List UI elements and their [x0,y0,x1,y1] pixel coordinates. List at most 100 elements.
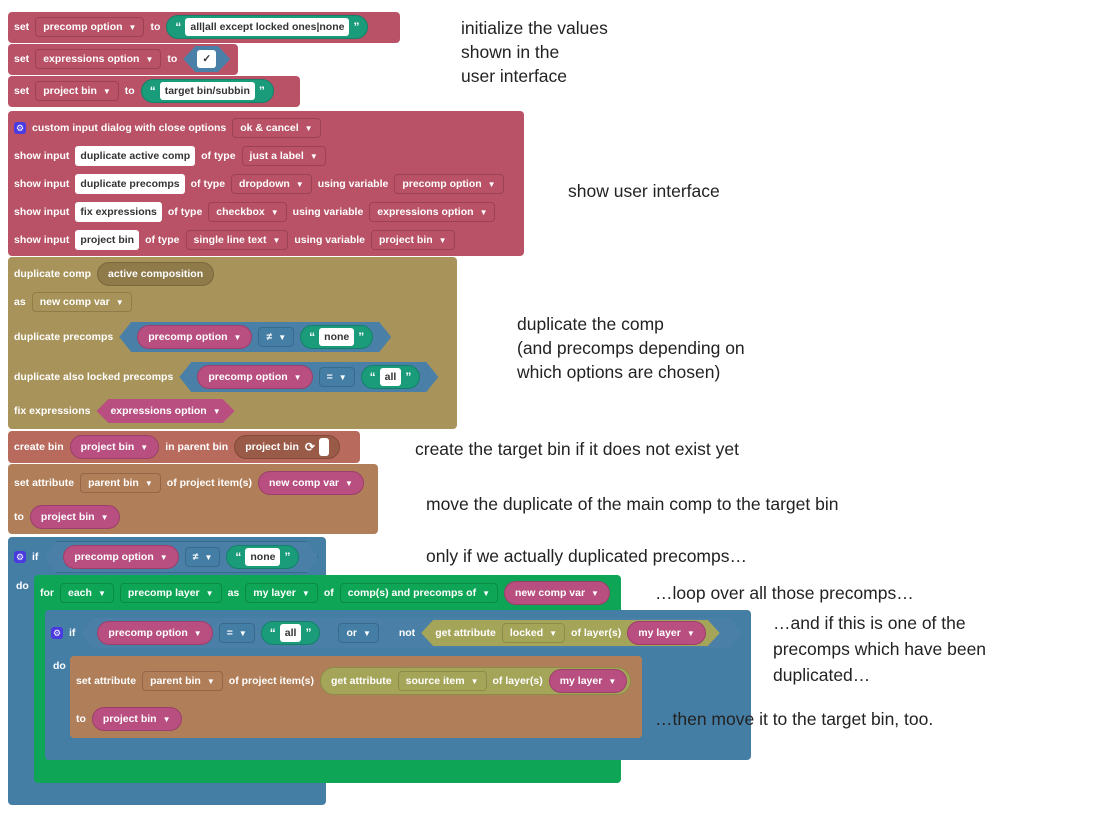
string-value-field[interactable]: all|all except locked ones|none [185,18,350,36]
dropdown-arrow-icon: ▼ [278,332,287,342]
of-type-label: of type [145,234,180,246]
operator-dropdown[interactable]: ≠▼ [185,547,221,567]
variable-name: precomp option [148,331,228,343]
of-type-label: of type [201,150,236,162]
dropdown-arrow-icon: ▼ [608,676,617,686]
string-literal[interactable]: “all|all except locked ones|none” [166,15,369,39]
string-literal[interactable]: “all” [261,621,321,645]
loop-variable-dropdown[interactable]: my layer▼ [245,583,318,603]
in-parent-bin-label: in parent bin [165,441,229,453]
input-label-field[interactable]: duplicate active comp [75,146,196,166]
set-attribute-block[interactable]: set attribute parent bin▼ of project ite… [8,464,378,534]
project-bin-getter[interactable]: project bin▼ [69,435,160,459]
input-label-field[interactable]: duplicate precomps [75,174,185,194]
precomp-option-getter[interactable]: precomp option▼ [97,621,212,645]
new-comp-var-dropdown[interactable]: new comp var▼ [31,292,132,312]
boolean-block[interactable]: ✓ [183,46,230,72]
expressions-option-getter[interactable]: expressions option▼ [96,399,234,423]
my-layer-getter[interactable]: my layer▼ [627,621,706,645]
or-block[interactable]: precomp option▼ =▼ “all” or▼ not get att… [81,618,741,648]
set-precomp-option-block[interactable]: set precomp option▼ to “all|all except l… [8,12,400,43]
precomp-option-getter[interactable]: precomp option▼ [197,365,312,389]
comment-move-main: move the duplicate of the main comp to t… [426,494,839,514]
of-label: of [323,587,334,599]
close-options-dropdown[interactable]: ok & cancel▼ [232,118,321,138]
gear-icon[interactable]: ⚙ [51,627,63,639]
attribute-value: source item [405,675,465,687]
project-bin-getter[interactable]: project bin▼ [29,505,120,529]
variable-dropdown[interactable]: expressions option▼ [369,202,496,222]
get-attribute-block[interactable]: get attribute source item▼ of layer(s) m… [319,667,632,695]
new-comp-var-getter[interactable]: new comp var▼ [257,471,364,495]
project-bin-block[interactable]: project bin⟳ [234,435,340,459]
as-label: as [14,296,26,308]
variable-name: expressions option [43,53,140,65]
close-quote-icon: ” [358,330,365,344]
input-type-dropdown[interactable]: dropdown▼ [231,174,312,194]
duplicate-comp-block[interactable]: duplicate comp active composition as new… [8,257,457,429]
dropdown-arrow-icon: ▼ [238,628,247,638]
attribute-dropdown[interactable]: source item▼ [397,671,487,691]
dropdown-arrow-icon: ▼ [293,372,302,382]
precomp-option-getter[interactable]: precomp option▼ [63,545,178,569]
operator-dropdown[interactable]: =▼ [319,367,355,387]
checkbox-value[interactable]: ✓ [197,50,216,68]
variable-dropdown[interactable]: project bin▼ [35,81,119,101]
variable-dropdown[interactable]: precomp option▼ [35,17,145,37]
dropdown-arrow-icon: ▼ [212,406,221,416]
compare-block[interactable]: precomp option▼ =▼ “all” [179,362,438,392]
new-comp-var-getter[interactable]: new comp var▼ [504,581,610,605]
loop-mode-dropdown[interactable]: each▼ [60,583,114,603]
active-composition-block[interactable]: active composition [97,262,215,286]
operator-dropdown[interactable]: ≠▼ [258,327,294,347]
string-literal[interactable]: “target bin/subbin” [140,79,274,103]
compare-block[interactable]: precomp option▼ ≠▼ “none” [119,322,391,352]
variable-name: my layer [638,627,681,639]
set-expressions-option-block[interactable]: set expressions option▼ to ✓ [8,44,238,75]
dropdown-arrow-icon: ▼ [140,442,149,452]
precomp-option-getter[interactable]: precomp option▼ [137,325,252,349]
fix-expressions-label: fix expressions [14,405,91,417]
project-bin-getter[interactable]: project bin▼ [91,707,182,731]
set-attribute-block-inner[interactable]: set attribute parent bin▼ of project ite… [70,656,642,738]
dropdown-arrow-icon: ▼ [270,207,279,217]
source-dropdown[interactable]: comp(s) and precomps of▼ [339,583,499,603]
variable-dropdown[interactable]: expressions option▼ [35,49,162,69]
get-attribute-block[interactable]: get attribute locked▼ of layer(s) my lay… [421,620,720,646]
compare-block[interactable]: precomp option▼ ≠▼ “none” [44,541,318,573]
attribute-dropdown[interactable]: locked▼ [502,623,565,643]
gear-icon[interactable]: ⚙ [14,551,26,563]
my-layer-getter[interactable]: my layer ▼ [548,669,628,693]
attribute-dropdown[interactable]: parent bin▼ [80,473,161,493]
input-label-field[interactable]: fix expressions [75,202,162,222]
loop-mode-value: each [68,587,92,599]
bin-path-field[interactable] [318,438,329,456]
input-type-dropdown[interactable]: single line text▼ [185,230,289,250]
string-value-field[interactable]: none [319,328,354,346]
refresh-icon[interactable]: ⟳ [304,440,315,454]
create-bin-block[interactable]: create bin project bin▼ in parent bin pr… [8,431,360,463]
or-dropdown[interactable]: or▼ [338,623,378,643]
item-type-dropdown[interactable]: precomp layer▼ [119,583,222,603]
input-label-field[interactable]: project bin [75,230,140,250]
gear-icon[interactable]: ⚙ [14,122,26,134]
string-value-field[interactable]: all [280,624,302,642]
close-quote-icon: ” [258,84,265,98]
variable-dropdown[interactable]: precomp option▼ [394,174,504,194]
string-value-field[interactable]: target bin/subbin [159,82,255,100]
string-literal[interactable]: “none” [300,325,373,349]
string-literal[interactable]: “none” [226,545,299,569]
operator-dropdown[interactable]: =▼ [219,623,255,643]
variable-name: my layer [559,675,603,687]
string-literal[interactable]: “all” [361,365,421,389]
input-type-dropdown[interactable]: checkbox▼ [208,202,287,222]
string-value-field[interactable]: none [245,548,280,566]
set-project-bin-block[interactable]: set project bin▼ to “target bin/subbin” [8,76,300,107]
attribute-dropdown[interactable]: parent bin▼ [142,671,223,691]
variable-name: new comp var [515,587,586,599]
variable-dropdown[interactable]: project bin▼ [370,230,455,250]
custom-input-dialog-block[interactable]: ⚙ custom input dialog with close options… [8,111,524,256]
open-quote-icon: “ [235,550,242,564]
input-type-dropdown[interactable]: just a label▼ [241,146,326,166]
string-value-field[interactable]: all [380,368,402,386]
